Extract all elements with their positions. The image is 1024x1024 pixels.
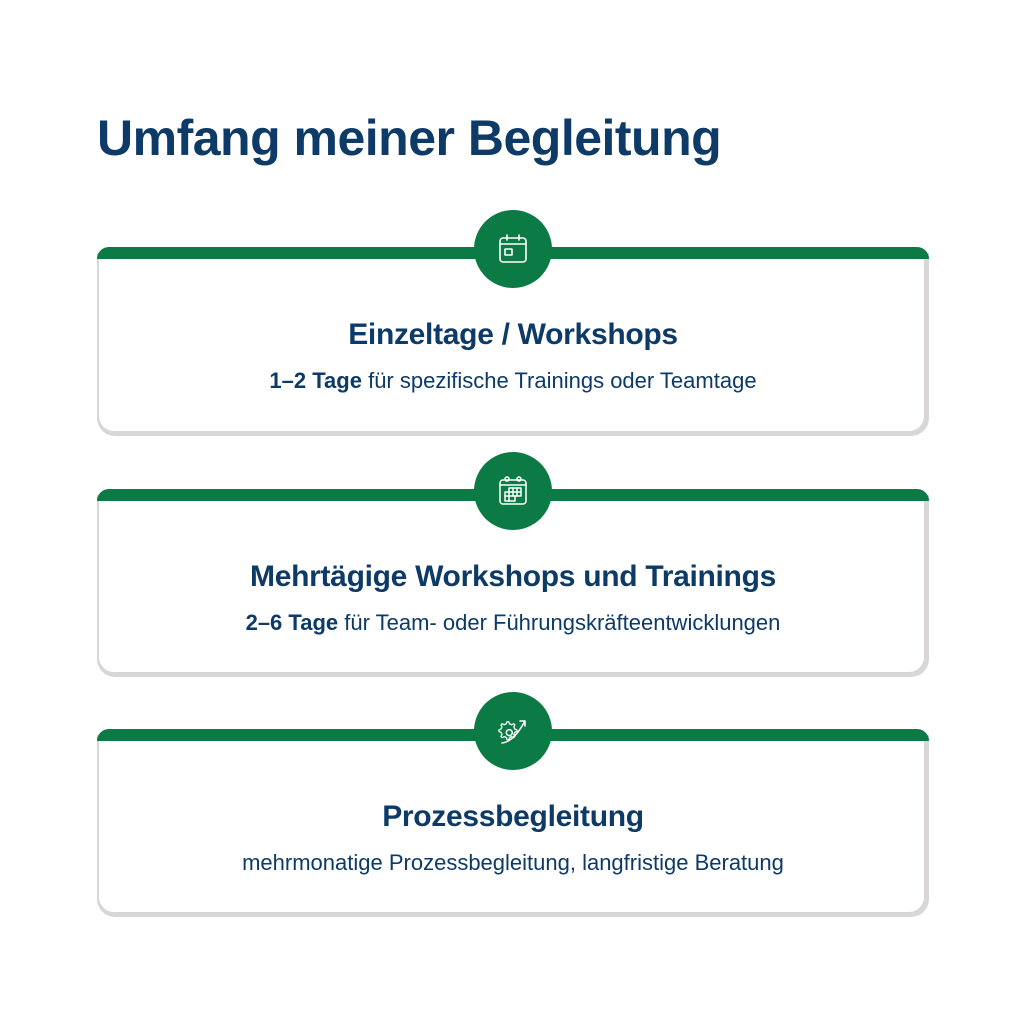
page-title: Umfang meiner Begleitung <box>97 110 722 166</box>
gear-growth-arrow-icon <box>498 720 526 744</box>
card-title: Prozessbegleitung <box>382 800 644 833</box>
card-description: 1–2 Tage für spezifische Trainings oder … <box>97 367 929 395</box>
card-content: Mehrtägige Workshops und Trainings 2–6 T… <box>97 559 929 637</box>
icon-badge <box>474 692 552 770</box>
card-duration: 1–2 Tage <box>269 368 362 393</box>
icon-badge <box>474 452 552 530</box>
card-title: Mehrtägige Workshops und Trainings <box>250 560 776 593</box>
card-description-text: für spezifische Trainings oder Teamtage <box>361 368 757 393</box>
calendar-icon <box>499 234 527 263</box>
card-description-text: für Team- oder Führungskräfteentwicklung… <box>338 610 781 635</box>
card-description: 2–6 Tage für Team- oder Führungskräfteen… <box>97 609 929 637</box>
service-card-einzeltage: Einzeltage / Workshops 1–2 Tage für spez… <box>97 210 929 436</box>
card-description: mehrmonatige Prozessbegleitung, langfris… <box>97 849 929 877</box>
card-duration: 2–6 Tage <box>245 610 339 635</box>
service-card-mehrtaegig: Mehrtägige Workshops und Trainings 2–6 T… <box>97 452 929 677</box>
calendar-grid-icon <box>499 476 527 505</box>
service-card-prozessbegleitung: Prozessbegleitung mehrmonatige Prozessbe… <box>97 692 929 917</box>
card-description-text: mehrmonatige Prozessbegleitung, langfris… <box>242 850 784 875</box>
card-content: Prozessbegleitung mehrmonatige Prozessbe… <box>97 799 929 877</box>
card-content: Einzeltage / Workshops 1–2 Tage für spez… <box>97 317 929 395</box>
icon-badge <box>474 210 552 288</box>
card-title: Einzeltage / Workshops <box>348 318 678 351</box>
